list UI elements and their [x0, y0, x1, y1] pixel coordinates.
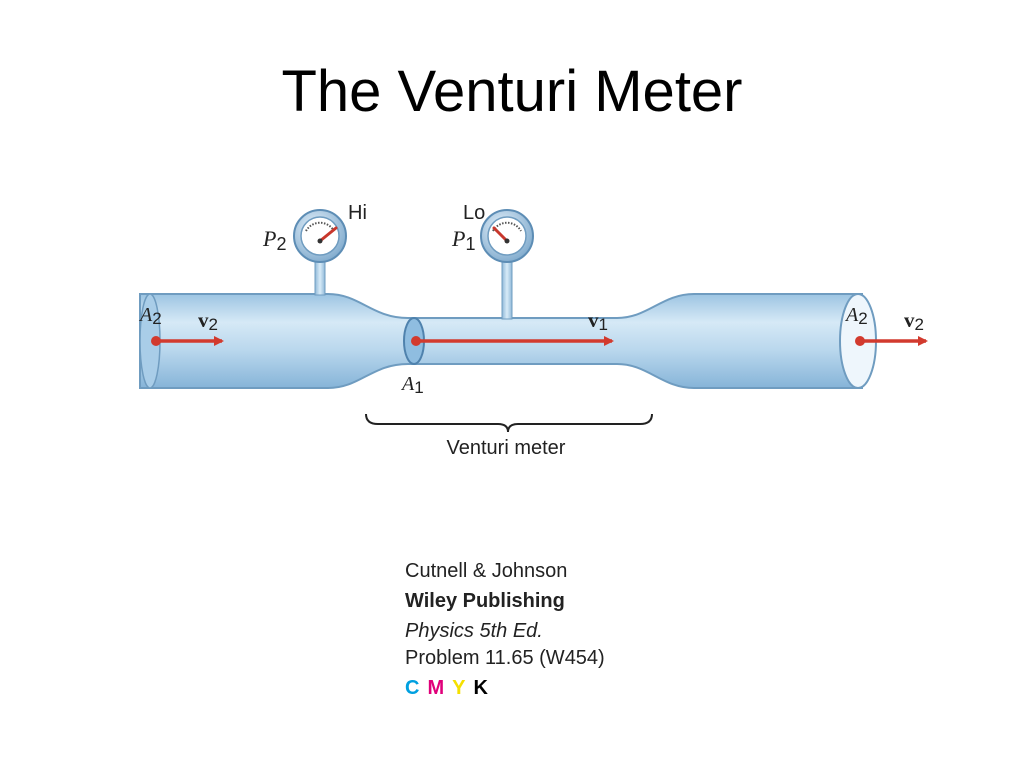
area-inlet-label: A2	[138, 304, 162, 328]
credits-block: Cutnell & Johnson Wiley Publishing Physi…	[405, 556, 605, 703]
credits-problem: Problem 11.65 (W454)	[405, 647, 605, 669]
pressure-p1-label: P1	[451, 226, 475, 254]
cmyk-c: C	[405, 677, 420, 699]
pressure-gauge-hi	[293, 209, 347, 263]
flow-arrow-outlet	[855, 336, 928, 346]
gauge-stem-lo	[501, 259, 513, 320]
area-outlet-label: A2	[844, 304, 868, 328]
velocity-outlet-label: v2	[904, 308, 924, 334]
credits-publisher: Wiley Publishing	[405, 590, 565, 612]
area-throat-label: A1	[400, 373, 424, 397]
velocity-inlet-label: v2	[198, 308, 218, 334]
credits-book: Physics 5th Ed.	[405, 620, 543, 642]
velocity-throat-label: v1	[588, 308, 608, 334]
page-title: The Venturi Meter	[281, 59, 743, 124]
gauge-lo-label: Lo	[463, 202, 485, 224]
gauge-hi-label: Hi	[348, 202, 367, 224]
venturi-brace	[365, 413, 653, 433]
venturi-meter-label: Venturi meter	[447, 437, 566, 459]
pressure-gauge-lo	[480, 209, 534, 263]
flow-arrow-throat	[411, 336, 614, 346]
pressure-p2-label: P2	[262, 226, 286, 254]
cmyk-y: Y	[452, 677, 466, 699]
flow-arrow-inlet	[151, 336, 224, 346]
cmyk-k: K	[473, 677, 488, 699]
cmyk-m: M	[427, 677, 445, 699]
gauge-stem-hi	[314, 259, 326, 296]
credits-authors: Cutnell & Johnson	[405, 560, 568, 582]
